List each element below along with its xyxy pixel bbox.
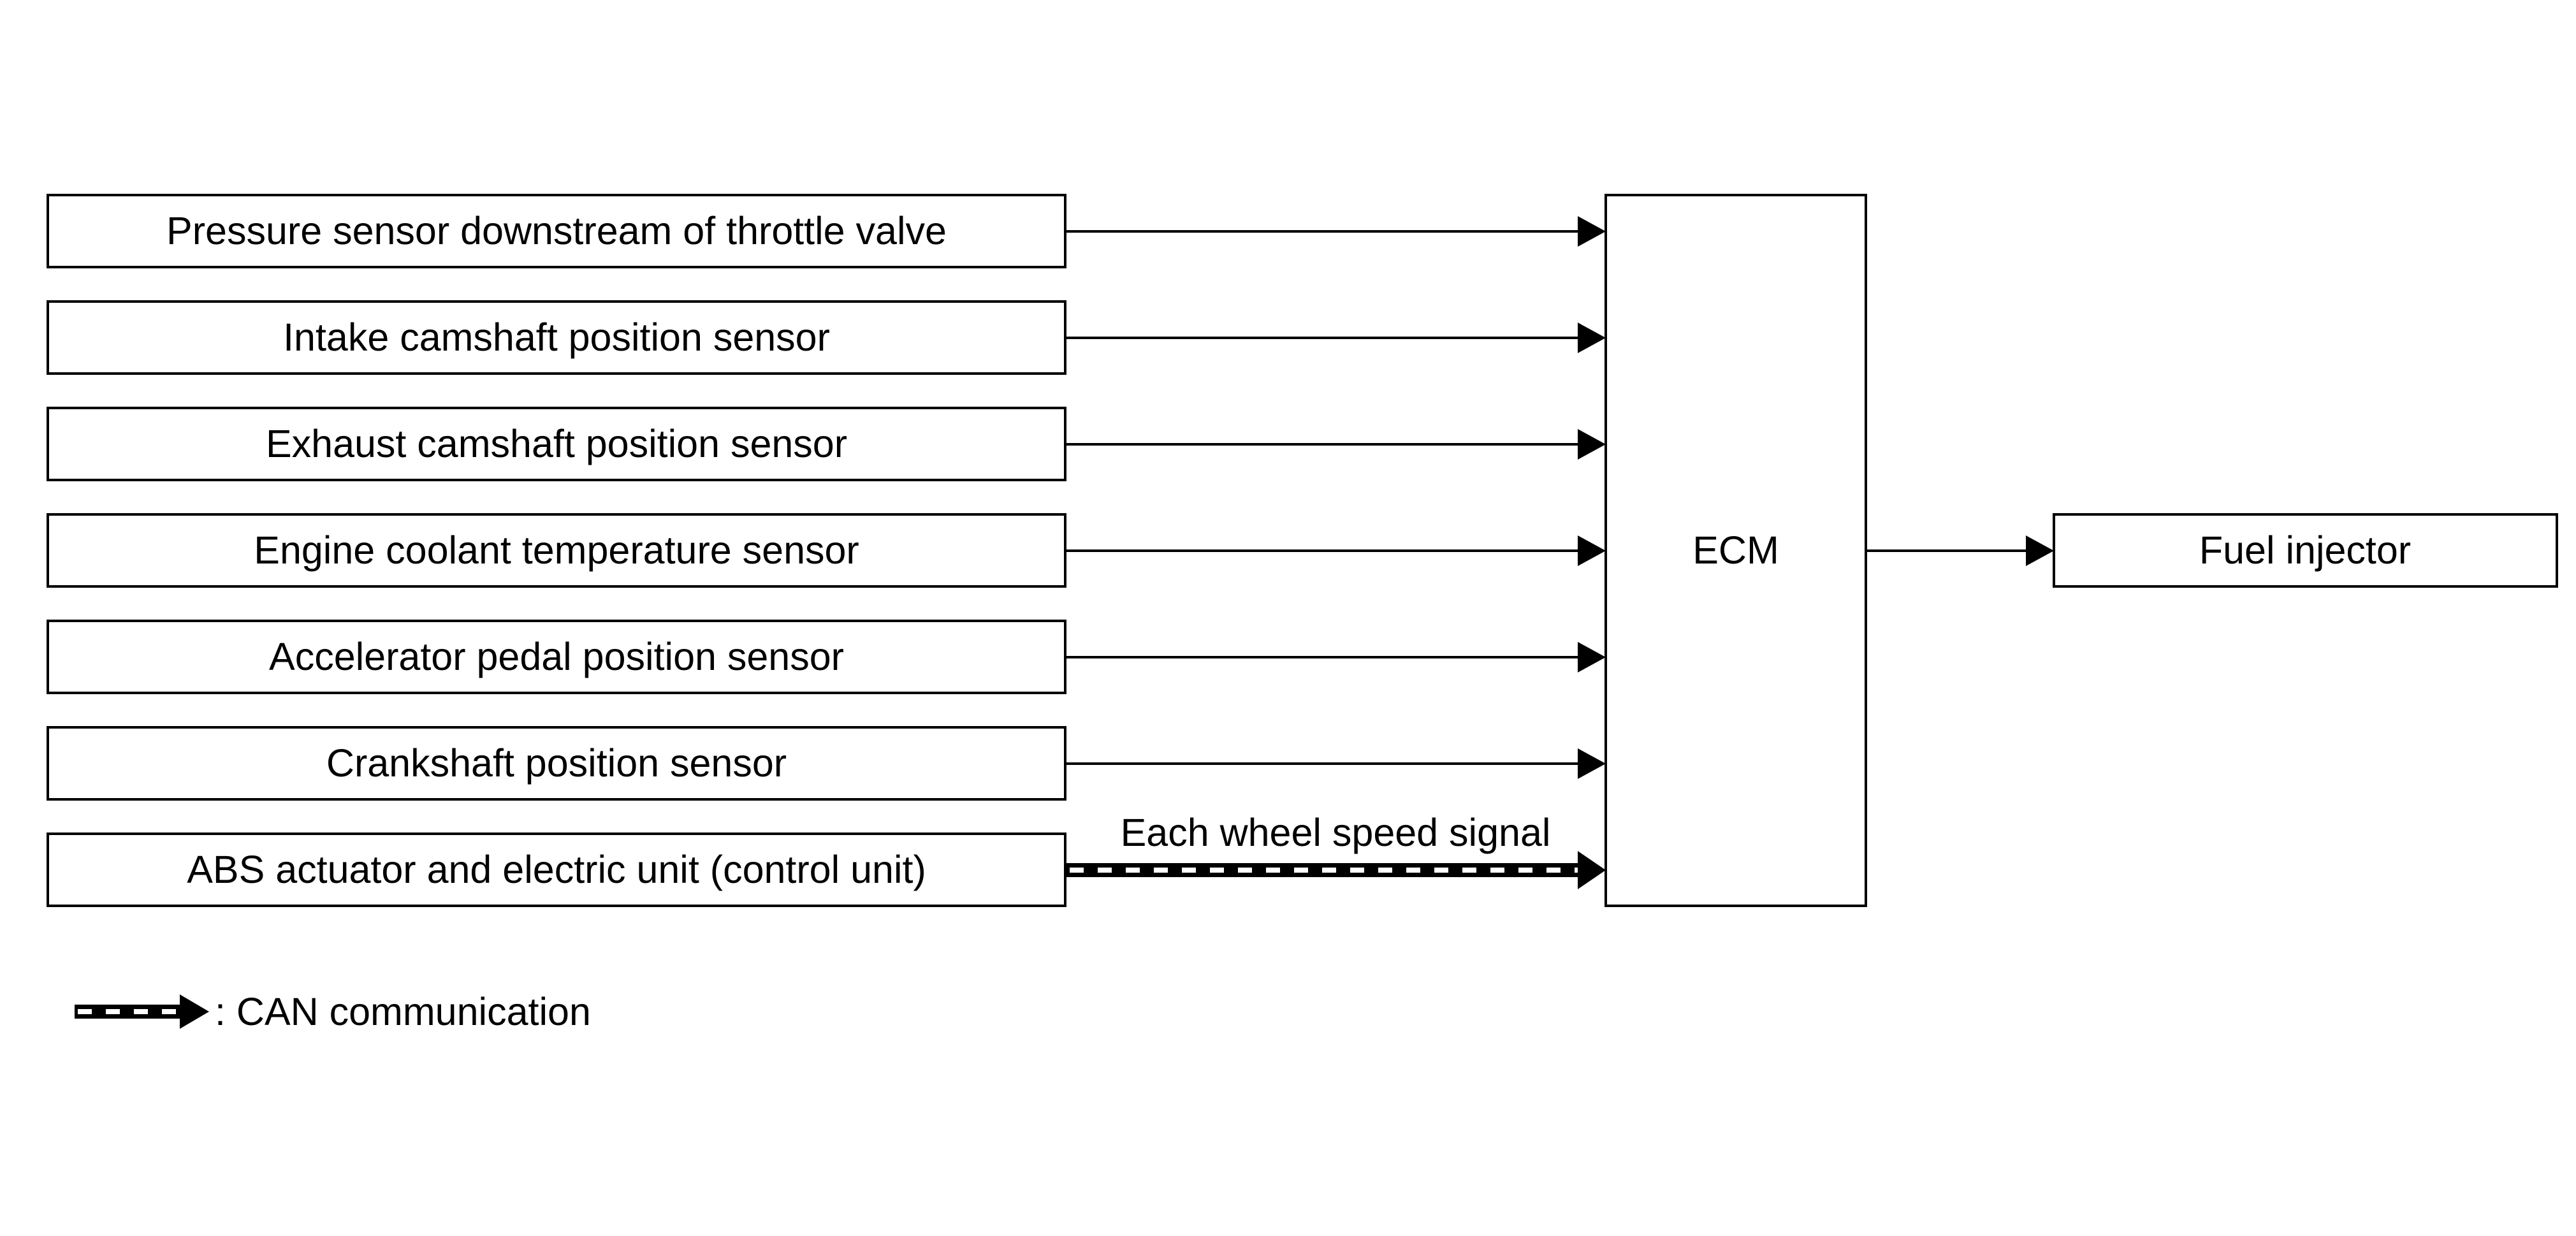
arrowhead xyxy=(1578,851,1606,889)
input-box xyxy=(47,726,1066,801)
input-sensor-5: Crankshaft position sensor xyxy=(47,726,1066,801)
input-label: Accelerator pedal position sensor xyxy=(269,635,844,678)
input-sensor-2: Exhaust camshaft position sensor xyxy=(47,407,1066,481)
input-sensor-3: Engine coolant temperature sensor xyxy=(47,513,1066,588)
legend-label: : CAN communication xyxy=(215,990,591,1033)
input-label: Pressure sensor downstream of throttle v… xyxy=(166,209,947,252)
arrowhead xyxy=(1578,642,1606,673)
input-label: Engine coolant temperature sensor xyxy=(254,528,859,572)
output-arrow xyxy=(1866,535,2054,566)
input-box xyxy=(47,194,1066,268)
ecm-box xyxy=(1605,194,1867,907)
fuel-injector-box xyxy=(2053,513,2558,588)
input-box xyxy=(47,407,1066,481)
signal-arrow-1 xyxy=(1065,323,1606,353)
input-label: ABS actuator and electric unit (control … xyxy=(187,848,926,891)
can-signal-arrow xyxy=(1066,851,1606,889)
input-sensor-6: ABS actuator and electric unit (control … xyxy=(47,832,1066,907)
input-label: Exhaust camshaft position sensor xyxy=(266,422,847,465)
can-signal-label: Each wheel speed signal xyxy=(1121,811,1551,854)
arrowhead xyxy=(1578,429,1606,460)
legend-arrowhead xyxy=(180,994,209,1029)
input-label: Crankshaft position sensor xyxy=(326,741,787,785)
arrowhead xyxy=(1578,748,1606,779)
input-box xyxy=(47,832,1066,907)
input-box xyxy=(47,620,1066,694)
arrowhead xyxy=(1578,535,1606,566)
ecm-label: ECM xyxy=(1692,528,1779,572)
input-sensor-0: Pressure sensor downstream of throttle v… xyxy=(47,194,1066,268)
input-sensor-4: Accelerator pedal position sensor xyxy=(47,620,1066,694)
signal-arrow-3 xyxy=(1065,535,1606,566)
input-sensor-1: Intake camshaft position sensor xyxy=(47,300,1066,375)
arrowhead xyxy=(1578,216,1606,247)
ecm-block: ECM xyxy=(1605,194,1867,907)
signal-arrow-4 xyxy=(1065,642,1606,673)
legend: : CAN communication xyxy=(75,990,591,1033)
input-box xyxy=(47,300,1066,375)
signal-arrow-5 xyxy=(1065,748,1606,779)
arrowhead xyxy=(1578,323,1606,353)
fuel-injector-block: Fuel injector xyxy=(2053,513,2558,588)
signal-arrow-0 xyxy=(1065,216,1606,247)
input-label: Intake camshaft position sensor xyxy=(283,316,830,359)
fuel-injector-label: Fuel injector xyxy=(2199,528,2411,572)
signal-arrow-2 xyxy=(1065,429,1606,460)
arrowhead xyxy=(2026,535,2054,566)
legend-can-line-body xyxy=(75,1005,181,1019)
